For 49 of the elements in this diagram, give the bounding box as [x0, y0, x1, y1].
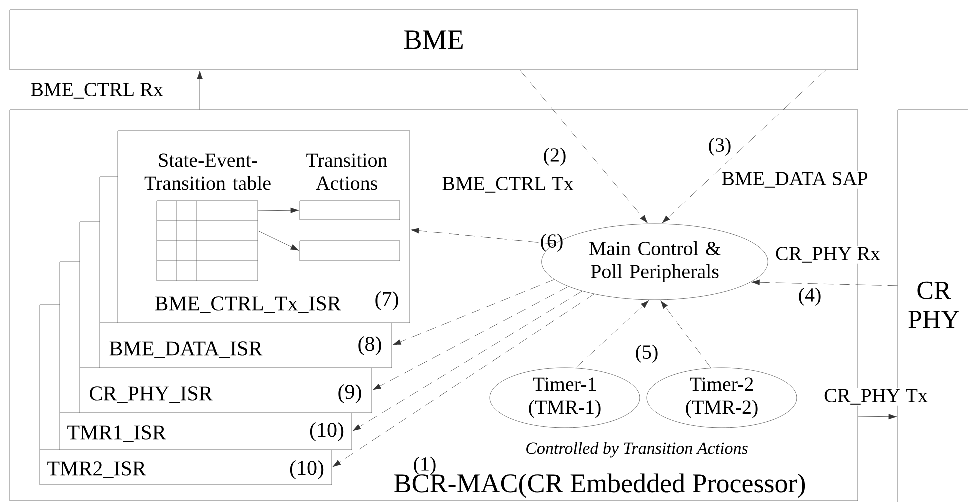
table-grid — [156, 200, 258, 282]
callout-number: (1) — [414, 456, 436, 476]
actions-heading: Transition Actions — [306, 154, 388, 190]
arrow — [197, 70, 203, 110]
arrow — [752, 280, 898, 286]
isr-card — [100, 322, 392, 368]
callout-number: (10) — [290, 460, 324, 480]
isr-label: TMR1_ISR — [68, 426, 166, 442]
isr-label: BME_DATA_ISR — [110, 342, 263, 358]
entity-label: CR PHY — [908, 282, 960, 328]
arrow — [662, 70, 826, 224]
edge-label: BME_CTRL Tx — [441, 176, 575, 194]
arrow — [660, 300, 712, 368]
edge-label: BME_CTRL Rx — [30, 82, 164, 100]
isr-card — [80, 368, 372, 414]
callout-number: (4) — [799, 288, 821, 306]
action-box — [300, 240, 400, 262]
callout-number: (10) — [310, 422, 344, 442]
edge-label: BME_DATA SAP — [720, 171, 870, 189]
edge-label: CR_PHY Tx — [823, 388, 929, 406]
isr-label: BME_CTRL_Tx_ISR — [155, 296, 342, 314]
arrow — [258, 230, 300, 251]
processor-label: BCR-MAC(CR Embedded Processor) — [394, 474, 806, 498]
callout-number: (9) — [338, 384, 362, 404]
entity-label: BME — [404, 30, 463, 50]
callout-number: (2) — [544, 148, 566, 166]
isr-label: TMR2_ISR — [48, 462, 146, 478]
callout-number: (5) — [636, 344, 658, 364]
arrow — [410, 228, 555, 244]
arrow — [372, 286, 569, 390]
arrow — [576, 300, 650, 368]
arrow — [858, 414, 898, 420]
isr-label: CR_PHY_ISR — [90, 386, 213, 404]
arrow — [332, 294, 595, 468]
callout-number: (8) — [358, 336, 382, 356]
callout-number: (6) — [541, 234, 563, 252]
note-text: Controlled by Transition Actions — [526, 442, 748, 458]
arrow — [520, 70, 648, 224]
table-heading: State-Event-Transition table — [144, 154, 271, 190]
arrow — [392, 280, 555, 346]
edge-label: CR_PHY Rx — [774, 246, 882, 264]
arrow — [258, 208, 300, 214]
callout-number: (7) — [376, 291, 398, 310]
action-box — [300, 200, 400, 220]
isr-card — [60, 412, 352, 450]
entity-box — [10, 10, 858, 70]
callout-number: (3) — [709, 138, 731, 156]
isr-card — [40, 450, 332, 486]
arrow — [352, 291, 583, 432]
